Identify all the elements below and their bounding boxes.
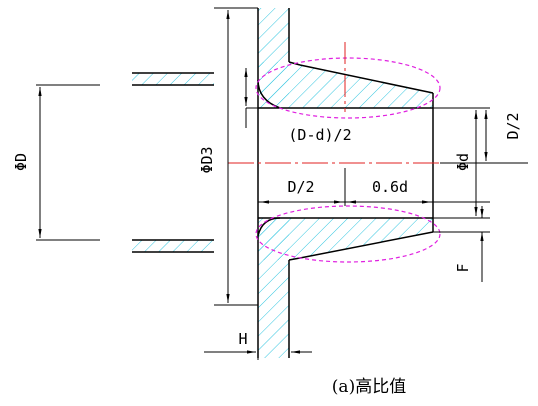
hatched-sections: [132, 8, 433, 358]
extension-lines: [36, 7, 528, 360]
label-D-half-horizontal: D/2: [287, 178, 314, 196]
label-H: H: [238, 330, 247, 348]
label-d-minus-d-half: (D-d)/2: [288, 126, 351, 144]
figure-caption: (a)高比值: [332, 377, 406, 397]
label-phi-d: Φd: [454, 153, 472, 171]
center-lines: [228, 42, 440, 164]
dimension-lines: [38, 10, 488, 354]
label-F: F: [454, 263, 472, 272]
label-phi-D: ΦD: [12, 153, 30, 171]
left-shell-bottom-wall: [132, 240, 214, 252]
lower-nozzle-section: [258, 218, 433, 260]
left-shell-top-wall: [132, 73, 214, 85]
label-phi-D3: ΦD3: [198, 146, 216, 173]
weld-zone-ellipses: [255, 57, 441, 263]
label-D-half-vertical: D/2: [504, 112, 522, 139]
label-0-6d: 0.6d: [372, 178, 408, 196]
